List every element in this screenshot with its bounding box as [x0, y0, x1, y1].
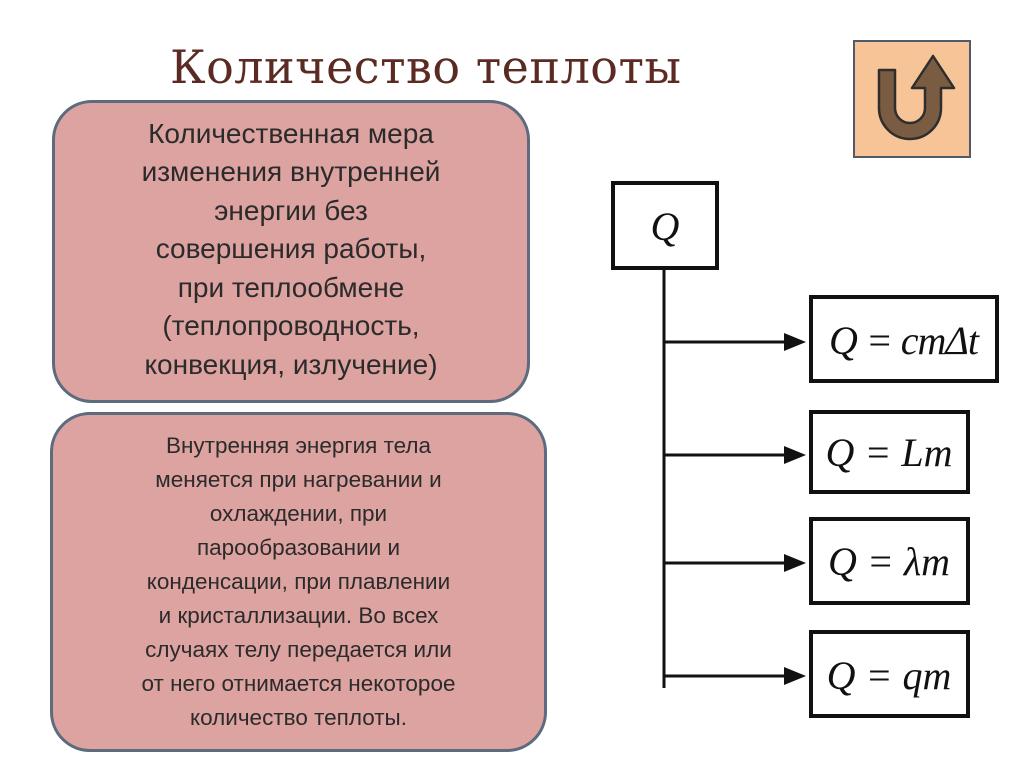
return-button[interactable] — [853, 40, 971, 158]
arrowhead — [784, 446, 806, 464]
formula-label: Q = qm — [827, 653, 952, 698]
formula-node: Q = λm — [664, 517, 970, 605]
root-label: Q — [651, 204, 680, 249]
arrowhead — [784, 333, 806, 351]
definition-text: Количественная мера изменения внутренней… — [141, 117, 441, 380]
formula-label: Q = λm — [828, 539, 950, 584]
internal-energy-box: Внутренняя энергия тела меняется при наг… — [50, 412, 547, 752]
internal-energy-text: Внутренняя энергия тела меняется при наг… — [141, 433, 456, 730]
arrowhead — [784, 554, 806, 572]
formula-label: Q = cmΔt — [829, 318, 980, 363]
definition-box: Количественная мера изменения внутренней… — [52, 100, 530, 403]
formula-node: Q = qm — [664, 630, 970, 718]
formula-node: Q = Lm — [664, 410, 970, 494]
arrowhead — [784, 667, 806, 685]
root-node: Q — [611, 181, 719, 270]
slide-title: Количество теплоты — [170, 40, 682, 94]
formula-node: Q = cmΔt — [664, 295, 999, 383]
u-turn-arrow-icon — [877, 54, 956, 141]
formula-label: Q = Lm — [825, 430, 952, 475]
